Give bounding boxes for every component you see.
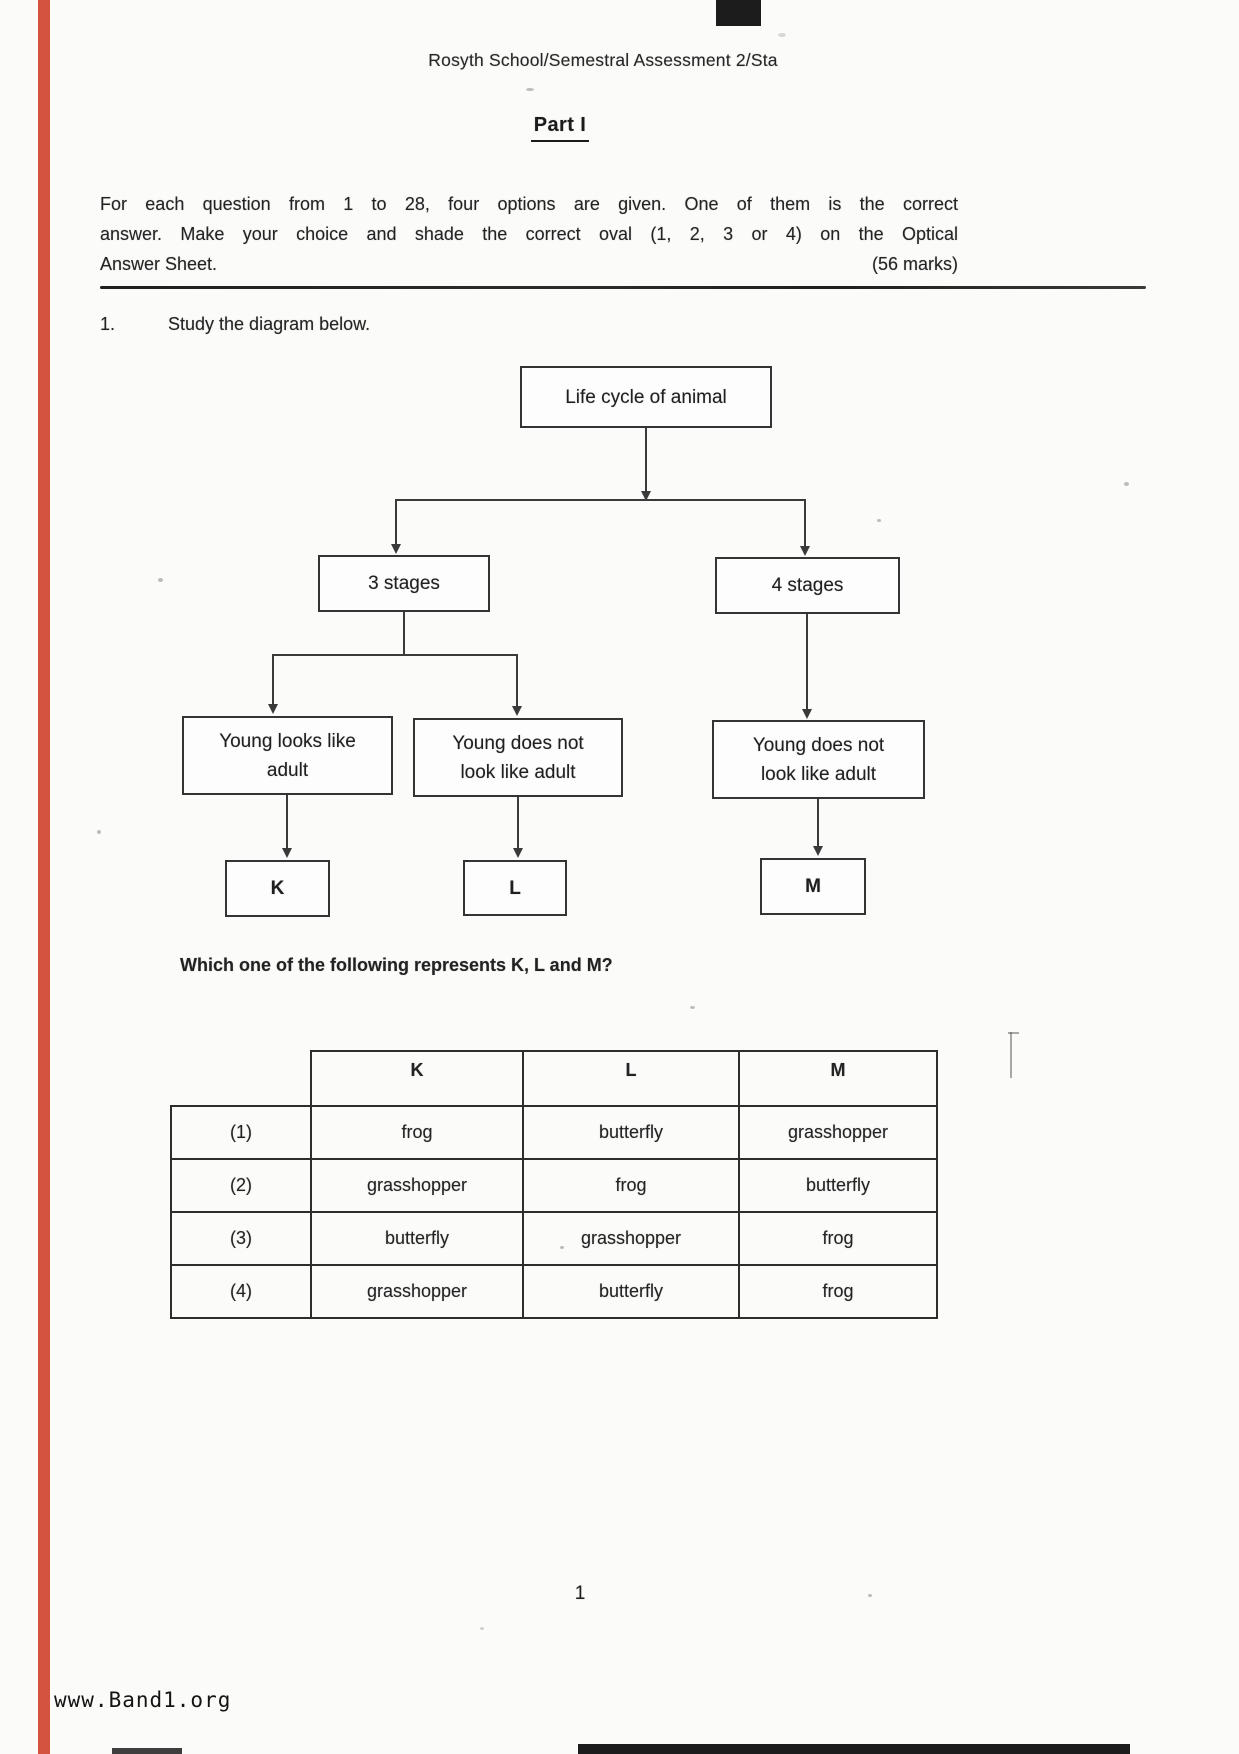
cell-l: butterfly (522, 1105, 740, 1160)
cell-m: frog (738, 1264, 938, 1319)
leaf-left-line2: adult (266, 759, 309, 781)
scan-speck (1124, 482, 1129, 486)
option-label: (1) (170, 1105, 312, 1160)
marks-note: (56 marks) (871, 254, 958, 274)
column-header-l: L (522, 1050, 740, 1107)
flowchart-root-label: Life cycle of animal (565, 386, 727, 408)
scan-speck (480, 1627, 484, 1630)
table-corner-empty (171, 1051, 311, 1106)
flowchart-terminal-l-box: L (463, 860, 567, 916)
flowchart-terminal-m-box: M (760, 858, 866, 915)
scan-red-margin-line (38, 0, 50, 1754)
options-table-header-row: K L M (171, 1050, 938, 1107)
scan-speck (526, 88, 534, 91)
table-row-option-4: (4) grasshopper butterfly frog (170, 1264, 938, 1319)
cell-k: frog (310, 1105, 524, 1160)
flowchart-root-box: Life cycle of animal (520, 366, 772, 428)
leaf-middle-line1: Young does not (452, 732, 584, 754)
leaf-middle-line2: look like adult (460, 761, 576, 783)
cell-m: butterfly (738, 1158, 938, 1213)
scan-speck (690, 1006, 695, 1009)
cell-k: grasshopper (310, 1264, 524, 1319)
table-row-option-2: (2) grasshopper frog butterfly (170, 1158, 938, 1213)
watermark-url: www.Band1.org (54, 1688, 232, 1712)
scan-speck (97, 830, 101, 834)
flowchart-young-not-like-adult-box-left: Young does not look like adult (413, 718, 623, 797)
question-number: 1. (100, 314, 116, 334)
scan-speck (868, 1594, 872, 1597)
scan-black-bar-bottom-left (112, 1748, 182, 1754)
cell-m: frog (738, 1211, 938, 1266)
option-label: (3) (170, 1211, 312, 1266)
flowchart-young-looks-like-adult-box: Young looks like adult (182, 716, 393, 795)
column-header-k: K (310, 1050, 524, 1107)
scan-black-bar-top (716, 0, 761, 26)
column-header-m: M (738, 1050, 938, 1107)
instructions-line-3: Answer Sheet. (56 marks) (100, 249, 958, 279)
instructions-line-2: answer. Make your choice and shade the c… (100, 224, 958, 244)
horizontal-rule (100, 286, 1146, 289)
terminal-m-label: M (805, 876, 821, 897)
cell-m: grasshopper (738, 1105, 938, 1160)
leaf-right-line1: Young does not (752, 734, 885, 756)
table-row-option-1: (1) frog butterfly grasshopper (170, 1105, 938, 1160)
option-label: (4) (170, 1264, 312, 1319)
flowchart-young-not-like-adult-box-right: Young does not look like adult (712, 720, 925, 799)
instructions-line-3-text: Answer Sheet. (100, 254, 218, 274)
section-title-wrap: Part I (0, 114, 1120, 142)
option-label: (2) (170, 1158, 312, 1213)
instructions-line-1: For each question from 1 to 28, four opt… (100, 194, 958, 214)
cell-l: butterfly (522, 1264, 740, 1319)
sub-question: Which one of the following represents K,… (180, 955, 613, 975)
table-row-option-3: (3) butterfly grasshopper frog (170, 1211, 938, 1266)
instructions-paragraph: For each question from 1 to 28, four opt… (100, 189, 958, 279)
options-table: K L M (1) frog butterfly grasshopper (2)… (170, 1050, 938, 1319)
cell-l: grasshopper (522, 1211, 740, 1266)
page-number: 1 (574, 1583, 586, 1604)
scan-speck (158, 578, 163, 582)
cell-l: frog (522, 1158, 740, 1213)
flowchart-3-stages-label: 3 stages (368, 573, 440, 594)
terminal-k-label: K (270, 878, 285, 899)
section-title: Part I (530, 114, 590, 142)
flowchart-4-stages-label: 4 stages (771, 575, 844, 596)
flowchart-3-stages-box: 3 stages (318, 555, 490, 612)
scan-edge-mark (1010, 1032, 1012, 1078)
leaf-right-line2: look like adult (760, 763, 877, 785)
scan-black-bar-bottom (578, 1744, 1130, 1754)
flowchart-terminal-k-box: K (225, 860, 330, 917)
scan-edge-mark-tick (1008, 1032, 1019, 1034)
scan-speck (877, 519, 881, 522)
flowchart-4-stages-box: 4 stages (715, 557, 900, 614)
question-prompt: Study the diagram below. (168, 314, 371, 334)
cell-k: grasshopper (310, 1158, 524, 1213)
terminal-l-label: L (509, 877, 521, 899)
cell-k: butterfly (310, 1211, 524, 1266)
scan-speck (778, 33, 786, 37)
leaf-left-line1: Young looks like (219, 730, 356, 752)
document-header-title: Rosyth School/Semestral Assessment 2/Sta (428, 50, 778, 70)
